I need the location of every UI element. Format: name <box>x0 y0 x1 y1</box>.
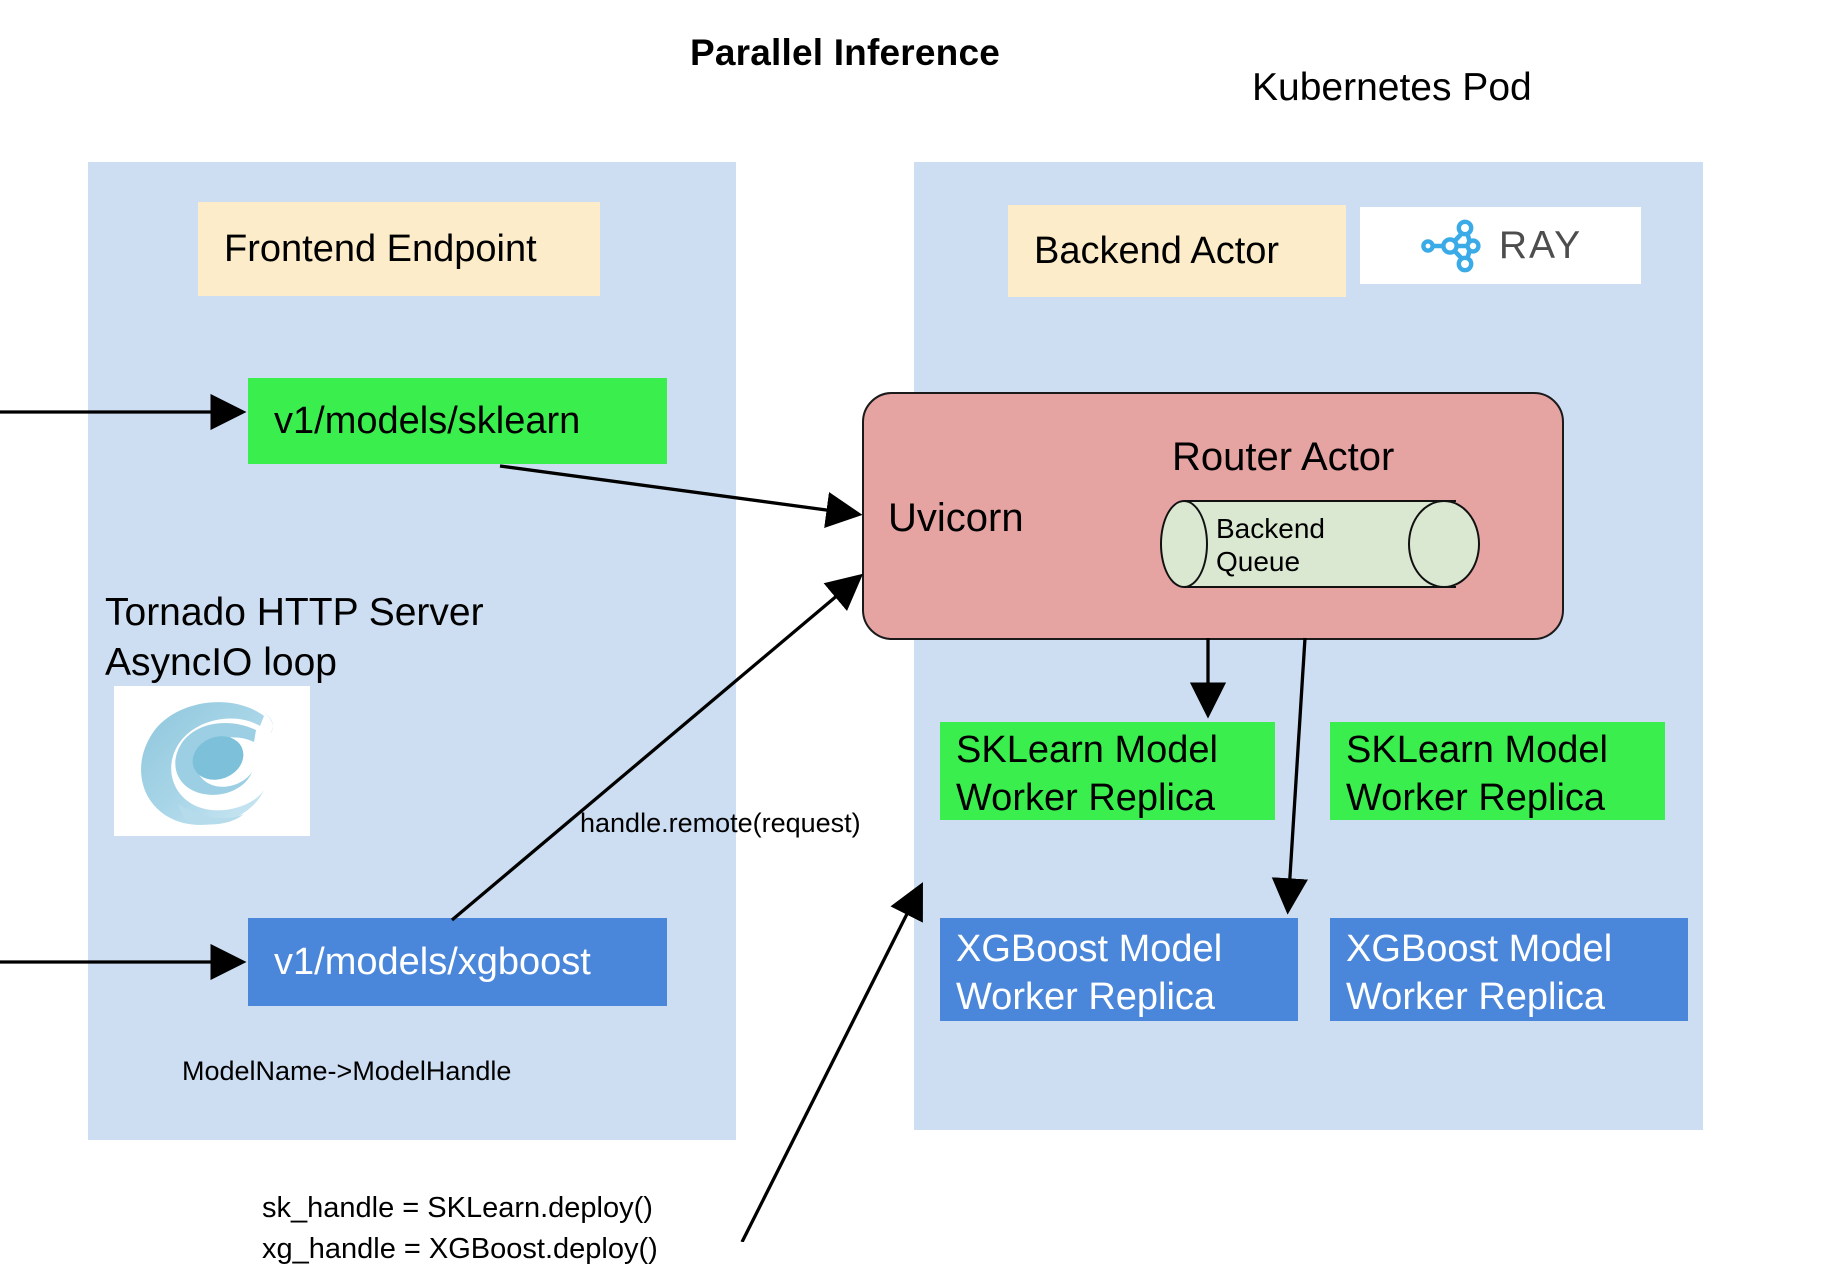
ray-logo-text: RAY <box>1498 223 1583 267</box>
endpoint-v1-models-sklearn[interactable]: v1/models/sklearn <box>248 378 667 464</box>
queue-cylinder-right-cap <box>1408 500 1480 588</box>
frontend-endpoint-label: Frontend Endpoint <box>224 227 537 270</box>
page-title: Parallel Inference <box>689 32 1001 73</box>
endpoint-v1-models-xgboost[interactable]: v1/models/xgboost <box>248 918 667 1006</box>
model-name-to-handle-note: ModelName->ModelHandle <box>182 1056 512 1086</box>
worker-replica-label: SKLearn Model Worker Replica <box>1346 729 1608 819</box>
frontend-endpoint-header: Frontend Endpoint <box>198 202 600 296</box>
worker-replica-label: XGBoost Model Worker Replica <box>1346 927 1613 1018</box>
worker-replica-label: XGBoost Model Worker Replica <box>956 927 1223 1018</box>
worker-replica-sklearn-1: SKLearn Model Worker Replica <box>940 722 1275 820</box>
deploy-code-annotation: sk_handle = SKLearn.deploy() xg_handle =… <box>262 1192 658 1265</box>
backend-actor-header: Backend Actor <box>1008 205 1346 297</box>
handle-remote-annotation: handle.remote(request) <box>580 808 861 838</box>
endpoint-xgboost-label: v1/models/xgboost <box>274 940 591 983</box>
arrow-deploy-to-pod <box>740 882 923 1242</box>
worker-replica-sklearn-2: SKLearn Model Worker Replica <box>1330 722 1665 820</box>
endpoint-sklearn-label: v1/models/sklearn <box>274 399 581 442</box>
worker-replica-xgboost-1: XGBoost Model Worker Replica <box>940 918 1298 1021</box>
backend-queue-label: Backend Queue <box>1216 513 1325 577</box>
worker-replica-label: SKLearn Model Worker Replica <box>956 729 1218 819</box>
ray-logo: RAY <box>1360 207 1641 284</box>
worker-replica-xgboost-2: XGBoost Model Worker Replica <box>1330 918 1688 1021</box>
uvicorn-label: Uvicorn <box>888 496 1024 540</box>
router-actor-title: Router Actor <box>1172 435 1395 479</box>
queue-cylinder-left-cap <box>1160 500 1208 588</box>
kubernetes-pod-title: Kubernetes Pod <box>1252 66 1532 109</box>
tornado-logo <box>114 686 310 836</box>
tornado-http-server-caption: Tornado HTTP Server AsyncIO loop <box>105 591 484 684</box>
ray-node-graph-icon <box>1421 219 1481 272</box>
backend-actor-label: Backend Actor <box>1034 229 1280 272</box>
backend-queue-cylinder: Backend Queue <box>1160 500 1480 588</box>
